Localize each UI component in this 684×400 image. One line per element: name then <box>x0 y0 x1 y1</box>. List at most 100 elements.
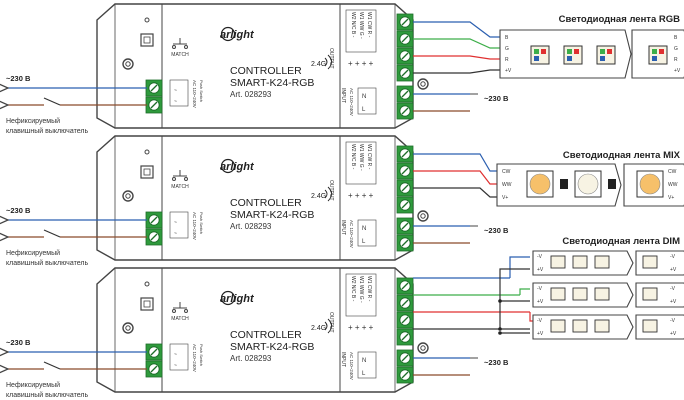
brand-logo-mark <box>220 290 236 306</box>
output-frame <box>345 141 377 185</box>
resistor-icon <box>560 179 568 189</box>
controllers-layer: MATCHarlightCONTROLLERSMART-K24-RGBArt. … <box>96 3 429 393</box>
switch-terminal <box>145 211 163 229</box>
switch-terminal <box>145 96 163 114</box>
wires-layer <box>8 21 535 376</box>
output-label: OUTPUT <box>328 180 334 201</box>
screw-slot <box>401 371 409 379</box>
strip-pin: +V <box>537 331 544 337</box>
match-button-inner <box>143 168 151 176</box>
screw-slot <box>401 316 409 324</box>
output-terminal <box>396 145 414 163</box>
screw-slot <box>401 201 409 209</box>
input-voltage: AC 110~240V <box>349 220 354 248</box>
switch-symbol <box>184 177 188 181</box>
mains-right-label: ~230 В <box>484 226 509 235</box>
screw-slot <box>150 84 158 92</box>
dim-led-chip <box>594 287 610 301</box>
screw-slot <box>150 365 158 373</box>
output-pin-row: W1 CW R - <box>366 12 372 38</box>
dim-wire <box>519 288 530 295</box>
output-terminal <box>396 294 414 312</box>
dim-led-chip <box>642 255 658 269</box>
switch-symbol <box>184 45 188 49</box>
output-terminal <box>396 30 414 48</box>
controller-title: CONTROLLER <box>230 329 302 341</box>
led-die <box>639 173 661 195</box>
output-pin-row: W2 N/C B - <box>350 276 356 302</box>
mount-hole-icon <box>420 213 426 219</box>
led-die-green <box>567 49 572 54</box>
switch-frame <box>169 343 189 371</box>
screw-slot <box>401 35 409 43</box>
strip-pin: R <box>505 57 509 63</box>
controller: MATCHarlightCONTROLLERSMART-K24-RGBArt. … <box>96 135 429 261</box>
strip-pin: B <box>505 35 509 41</box>
output-terminal <box>396 162 414 180</box>
brand-logo: arlight <box>220 29 255 41</box>
status-led-icon <box>144 17 150 23</box>
strip-pin: WW <box>502 182 512 188</box>
rgb-wire <box>413 55 510 60</box>
mount-hole-icon <box>125 61 131 67</box>
switch-pin: ~ <box>174 99 177 105</box>
strip-pin: -V <box>537 254 543 260</box>
switch-label-line2: клавишный выключатель <box>6 391 88 399</box>
strip-pin: WW <box>668 182 678 188</box>
rgb-wire <box>413 69 510 74</box>
led-die-blue <box>534 56 539 61</box>
screw-slot <box>401 69 409 77</box>
strips-layer: BGR+VBGR+VCWWWV+CWWWV+-V+V-V+V-V+V-V+V-V… <box>496 29 684 340</box>
strip-rgb-title: Светодиодная лента RGB <box>559 14 680 25</box>
led-die-green <box>534 49 539 54</box>
labels-layer: Светодиодная лента RGB Светодиодная лента… <box>6 14 681 399</box>
strip-mix-title: Светодиодная лента MIX <box>563 150 681 161</box>
frequency-label: 2.4G <box>311 193 326 200</box>
rgb-led-chip <box>563 45 583 65</box>
strip-pin: +V <box>505 68 512 74</box>
switch-terminal <box>145 360 163 378</box>
output-frame <box>345 9 377 53</box>
output-pin-row: W1 WW G - <box>358 12 364 39</box>
output-pin-row: W1 WW G - <box>358 144 364 171</box>
switch-terminal <box>145 343 163 361</box>
switch-symbol <box>172 45 176 49</box>
frequency-label: 2.4G <box>311 325 326 332</box>
brand-logo: arlight <box>220 293 255 305</box>
screw-slot <box>401 354 409 362</box>
mount-hole-icon <box>420 81 426 87</box>
wireless-icon <box>324 54 332 70</box>
status-led-icon <box>144 281 150 287</box>
input-frame <box>357 219 377 247</box>
switch-pin: ~ <box>174 220 177 226</box>
output-label: OUTPUT <box>328 48 334 69</box>
input-term-l: L <box>362 107 366 113</box>
strip-pin: +V <box>670 299 677 305</box>
controller: MATCHarlightCONTROLLERSMART-K24-RGBArt. … <box>96 3 429 129</box>
led-die <box>529 173 551 195</box>
dim-wire <box>499 268 530 329</box>
input-term-n: N <box>362 358 366 364</box>
output-terminal <box>396 64 414 82</box>
screw-slot <box>401 333 409 341</box>
input-term-n: N <box>362 94 366 100</box>
match-label: MATCH <box>171 316 189 322</box>
brand-logo: arlight <box>220 161 255 173</box>
dim-led-chip <box>572 255 588 269</box>
mount-hole-icon <box>125 193 131 199</box>
led-body <box>596 45 616 65</box>
strip-pin: B <box>674 35 678 41</box>
match-label: MATCH <box>171 52 189 58</box>
junction-dot <box>498 327 502 331</box>
led-die-blue <box>600 56 605 61</box>
screw-slot <box>150 216 158 224</box>
input-frame <box>357 351 377 379</box>
switch-symbol <box>172 177 176 181</box>
strip-dim-title: Светодиодная лента DIM <box>562 236 680 247</box>
switch-lever <box>43 229 61 238</box>
rgb-wire <box>413 38 510 49</box>
mains-left-label: ~230 В <box>6 338 31 347</box>
strip-pin: -V <box>537 318 543 324</box>
screw-slot <box>401 167 409 175</box>
switch-frame <box>169 79 189 107</box>
